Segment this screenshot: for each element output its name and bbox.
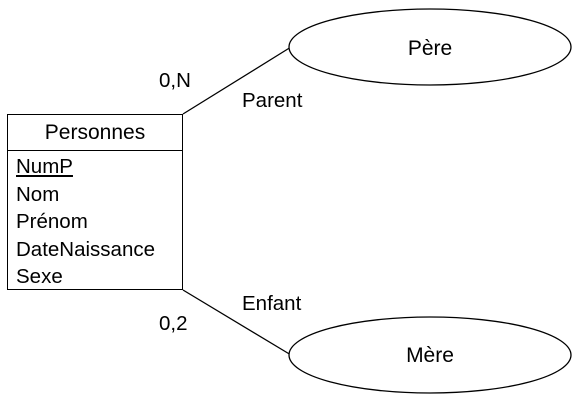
entity-title: Personnes [8, 115, 182, 151]
pere-ellipse [288, 8, 572, 86]
enfant-cardinality-label: 0,2 [159, 312, 188, 335]
enfant-link-line [182, 289, 292, 356]
attribute-prenom: Prénom [16, 210, 88, 233]
enfant-role-label: Enfant [242, 292, 302, 315]
pere-label: Père [408, 37, 452, 60]
parent-cardinality-label: 0,N [159, 69, 191, 92]
personnes-entity: Personnes NumP Nom Prénom DateNaissance … [7, 114, 183, 290]
parent-role-label: Parent [242, 89, 303, 112]
attribute-sexe: Sexe [16, 265, 63, 288]
mere-label: Mère [406, 344, 454, 367]
attribute-nom: Nom [16, 182, 60, 206]
attribute-nump: NumP [16, 155, 73, 178]
attribute-datenaissance: DateNaissance [16, 237, 156, 261]
parent-link-line [182, 46, 292, 115]
attribute-list: NumP Nom Prénom DateNaissance Sexe [8, 151, 182, 291]
mere-ellipse [288, 316, 572, 394]
